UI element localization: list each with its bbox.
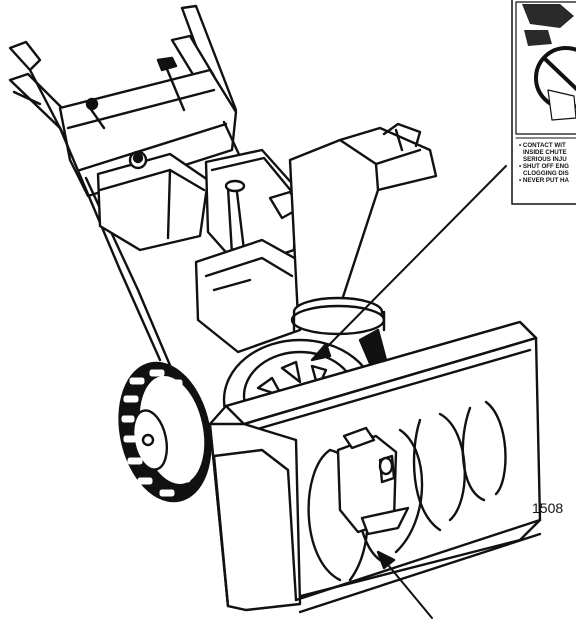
warning-decal: • CONTACT WIT INSIDE CHUTE SERIOUS INJU …: [511, 0, 576, 205]
decal-line-6: • NEVER PUT HA: [519, 177, 569, 184]
control-console: [58, 56, 238, 198]
pointer-arrow-to-impeller: [310, 165, 507, 362]
decal-line-4: • SHUT OFF ENG: [519, 163, 569, 170]
no-hands-in-chute-icon: [522, 4, 576, 121]
tire: [118, 361, 212, 503]
pointer-arrow-to-auger: [376, 550, 433, 619]
decal-warning-text: • CONTACT WIT INSIDE CHUTE SERIOUS INJU …: [519, 142, 569, 184]
decal-line-3: SERIOUS INJU: [523, 156, 567, 163]
figure-number: 1508: [532, 500, 564, 516]
discharge-chute: [288, 122, 438, 370]
decal-line-5: CLOGGING DIS: [523, 170, 569, 177]
decal-line-1: • CONTACT WIT: [519, 142, 566, 149]
decal-line-2: INSIDE CHUTE: [523, 149, 567, 156]
auger-housing: [208, 320, 542, 614]
engine: [96, 148, 302, 354]
